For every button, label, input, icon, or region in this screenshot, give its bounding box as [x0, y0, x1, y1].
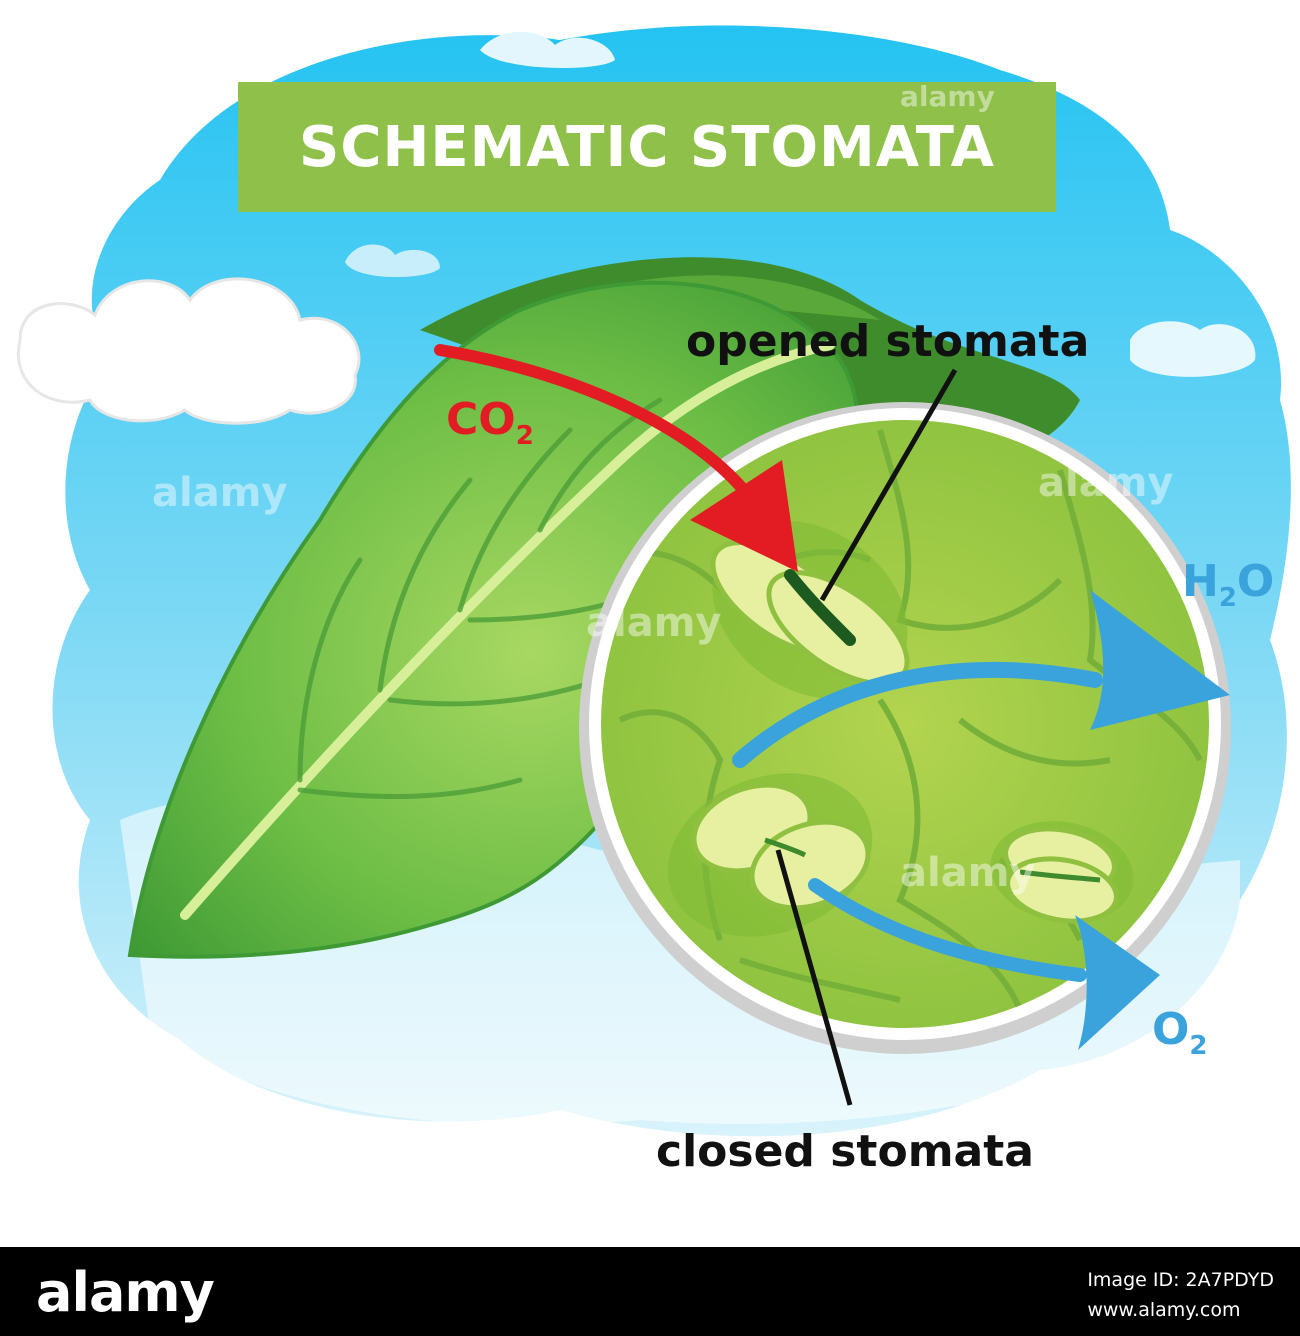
- o2-sub: 2: [1189, 1031, 1208, 1061]
- diagram-title: SCHEMATIC STOMATA: [299, 114, 995, 180]
- co2-sub: 2: [515, 421, 534, 451]
- co2-arrow: [434, 344, 798, 572]
- title-banner: SCHEMATIC STOMATA: [238, 82, 1056, 212]
- h2o-sub: 2: [1218, 583, 1237, 613]
- watermark: alamy: [152, 470, 288, 516]
- label-o2: O2: [1152, 1008, 1208, 1061]
- footer-logo: alamy: [36, 1261, 215, 1324]
- watermark: alamy: [900, 850, 1036, 896]
- cloud-icon-small: [345, 244, 440, 278]
- leaf-veins: [297, 397, 663, 800]
- cloud-icon-right: [1130, 321, 1256, 377]
- label-opened-stomata: opened stomata: [686, 316, 1090, 367]
- cloud-icon-left: [17, 277, 361, 425]
- site-url: www.alamy.com: [1087, 1299, 1241, 1321]
- watermark: alamy: [586, 600, 722, 646]
- diagram-canvas: [17, 25, 1291, 1137]
- label-co2: CO2: [446, 398, 534, 451]
- footer-bar: alamy Image ID: 2A7PDYD www.alamy.com: [0, 1247, 1300, 1336]
- label-closed-stomata: closed stomata: [656, 1126, 1034, 1177]
- cloud-icon-top: [480, 31, 615, 69]
- footer-meta: Image ID: 2A7PDYD www.alamy.com: [1087, 1265, 1274, 1325]
- diagram-stage: SCHEMATIC STOMATA opened stomata closed …: [17, 25, 1291, 1177]
- label-h2o: H2O: [1182, 560, 1274, 613]
- watermark: alamy: [1038, 460, 1174, 506]
- o2-arrow: [808, 878, 1160, 1050]
- watermark: alamy: [900, 80, 995, 113]
- stomata-opened: [710, 520, 910, 700]
- o2-base: O: [1152, 1004, 1190, 1055]
- h2o-arrow: [732, 590, 1230, 768]
- pointer-line-closed: [775, 849, 853, 1106]
- co2-base: CO: [446, 394, 516, 445]
- pointer-line-opened: [819, 368, 958, 602]
- stomata-closed-right: [990, 821, 1134, 924]
- leaf-midrib: [180, 340, 835, 920]
- h2o-pre: H: [1182, 556, 1219, 607]
- h2o-post: O: [1236, 556, 1275, 607]
- image-id: Image ID: 2A7PDYD: [1087, 1269, 1274, 1291]
